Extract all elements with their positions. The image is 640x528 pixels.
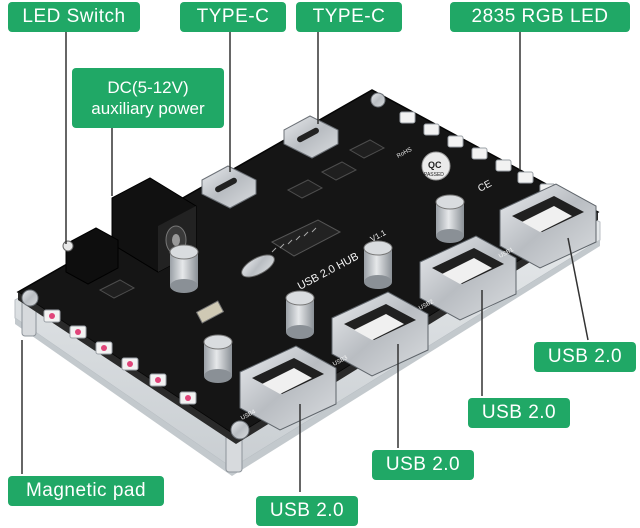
usb-a-port-4 [239,345,337,431]
callout-dc-power: DC(5-12V) auxiliary power [72,68,224,128]
callout-usb-3-text: USB 2.0 [385,454,461,475]
crystal-oscillator [241,254,275,278]
callout-type-c-left: TYPE-C [180,2,286,32]
callout-usb-4: USB 2.0 [256,496,358,526]
callout-usb-1-text: USB 2.0 [547,346,623,367]
callout-usb-1: USB 2.0 [534,342,636,372]
usb-a-port-1 [499,183,597,269]
callout-rgb-led-text: 2835 RGB LED [471,6,609,27]
badge-passed-text: PASSED [424,172,444,178]
callout-led-switch: LED Switch [8,2,140,32]
type-c-port-right [283,115,339,159]
type-c-port-left [201,165,257,209]
callout-usb-3: USB 2.0 [372,450,474,480]
callout-type-c-right: TYPE-C [296,2,402,32]
callout-type-c-left-text: TYPE-C [196,6,270,27]
callout-magnetic-pad-text: Magnetic pad [25,480,147,501]
callout-usb-2: USB 2.0 [468,398,570,428]
usb-a-port-3 [331,291,429,377]
small-ics [98,139,386,324]
usb-a-port-2 [419,235,517,321]
callout-dc-power-line1: DC(5-12V) [107,78,189,97]
acrylic-base-edge [15,240,600,476]
callout-usb-4-text: USB 2.0 [269,500,345,521]
badge-qc-text: QC [428,160,442,170]
rgb-led-row-back [399,111,556,196]
qc-passed-badge: QC PASSED [421,151,451,181]
callout-usb-2-text: USB 2.0 [481,402,557,423]
rgb-led-row-front [43,309,197,405]
callout-rgb-led: 2835 RGB LED [450,2,630,32]
callout-type-c-right-text: TYPE-C [312,6,386,27]
electrolytic-capacitors [169,194,465,383]
callout-dc-power-line2: auxiliary power [91,99,205,118]
callout-magnetic-pad: Magnetic pad [8,476,164,506]
hub-controller-chip [270,219,342,257]
callout-leader-lines [21,30,589,492]
callout-led-switch-text: LED Switch [22,6,126,27]
